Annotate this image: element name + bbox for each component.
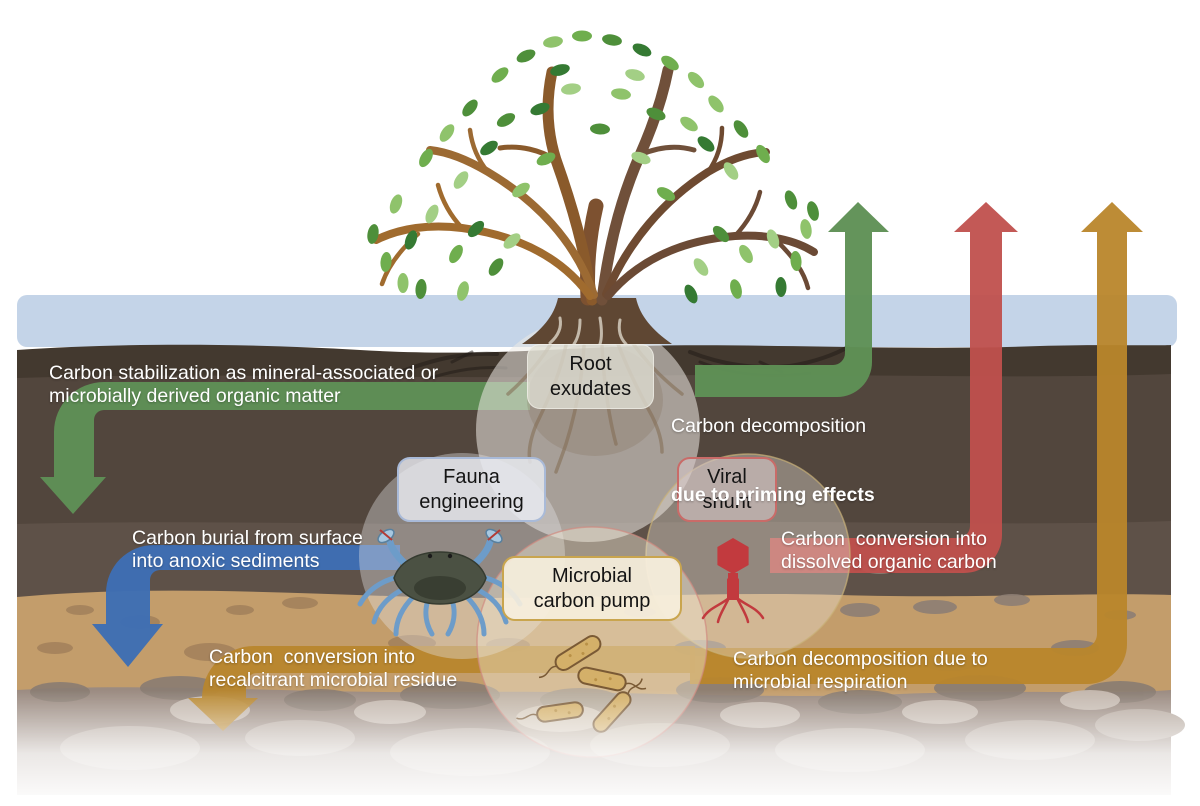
priming-annotation: Carbon decomposition due to priming effe…	[671, 369, 875, 530]
mangrove-tree-icon	[367, 30, 819, 346]
priming-arrow	[695, 202, 889, 397]
burial-arrow	[92, 545, 400, 667]
stabilization-arrow	[40, 382, 530, 514]
respiration-arrow	[690, 202, 1143, 684]
viral-shunt-box: Viral shunt	[677, 457, 777, 522]
microbial-carbon-pump-box: Microbial carbon pump	[502, 556, 682, 621]
recalcitrant-annotation: Carbon conversion into recalcitrant micr…	[209, 646, 458, 691]
respiration-annotation: Carbon decomposition due to microbial re…	[733, 648, 988, 693]
dissolved-arrow	[770, 202, 1018, 573]
stabilization-annotation: Carbon stabilization as mineral-associat…	[49, 362, 439, 407]
dissolved-annotation: Carbon conversion into dissolved organic…	[781, 528, 997, 573]
burial-annotation: Carbon burial from surface into anoxic s…	[132, 527, 363, 572]
bacteriophage-icon	[701, 538, 765, 624]
priming-line2: due to priming effects	[671, 484, 875, 506]
priming-line1: Carbon decomposition	[671, 415, 867, 437]
blue-crab-icon	[357, 528, 523, 637]
fauna-engineering-box: Fauna engineering	[397, 457, 546, 522]
root-exudates-box: Root exudates	[527, 344, 654, 409]
tree-leaves	[367, 30, 819, 304]
bottom-fade	[0, 690, 1200, 806]
